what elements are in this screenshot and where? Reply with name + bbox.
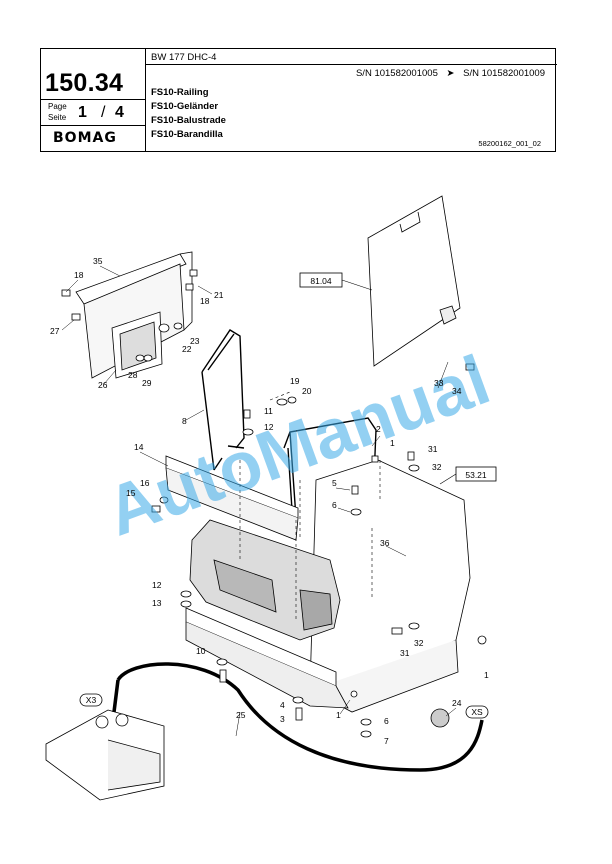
- title-en: FS10-Railing: [151, 87, 209, 98]
- handrail-left: [201, 329, 245, 471]
- page-number: 150.34: [45, 69, 124, 97]
- callout-12: 12: [152, 580, 162, 590]
- callout-13: 13: [152, 598, 162, 608]
- model-name: BW 177 DHC-4: [151, 52, 217, 63]
- title-block: 150.34 Page Seite 1 / 4 BOMAG BW 177 DHC…: [40, 48, 557, 152]
- electrical-mounting-plate: [367, 195, 461, 367]
- callout-33: 33: [434, 378, 444, 388]
- seite-label: Seite: [48, 113, 67, 122]
- connector-tag: [79, 693, 103, 707]
- callout-29: 29: [142, 378, 152, 388]
- callout-28: 28: [128, 370, 138, 380]
- connector-tag: [465, 705, 489, 719]
- callout-xs: XS: [471, 707, 483, 717]
- arrow-icon: ➤: [446, 68, 455, 79]
- callout-15: 15: [126, 488, 136, 498]
- bracket-plate: [75, 251, 193, 379]
- callout-18: 18: [74, 270, 84, 280]
- control-box: [45, 709, 165, 801]
- base-plate: [185, 607, 349, 709]
- callout-7: 7: [384, 736, 389, 746]
- callout-1: 1: [484, 670, 489, 680]
- callout-12: 12: [264, 422, 274, 432]
- callout-34: 34: [452, 386, 462, 396]
- assembly-lines: [239, 391, 381, 620]
- callout-24: 24: [452, 698, 462, 708]
- callout-16: 16: [140, 478, 150, 488]
- doc-id: 58200162_001_02: [478, 139, 541, 148]
- title-fr: FS10-Balustrade: [151, 115, 226, 126]
- page-current: 1: [78, 104, 87, 121]
- callout-18: 18: [200, 296, 210, 306]
- serial-to: S/N 101582001009: [463, 68, 545, 79]
- callout-26: 26: [98, 380, 108, 390]
- callout-11: 11: [264, 406, 273, 416]
- connector-plug: [430, 708, 450, 728]
- callout-3: 3: [280, 714, 285, 724]
- callout-27: 27: [50, 326, 60, 336]
- page-total: 4: [115, 104, 124, 121]
- divider: [41, 125, 145, 126]
- callout-2: 2: [376, 424, 381, 434]
- serial-from: S/N 101582001005: [355, 68, 438, 79]
- title-es: FS10-Barandilla: [151, 129, 223, 140]
- machine-body: [189, 519, 341, 641]
- callout-23: 23: [190, 336, 200, 346]
- serial-range: S/N 101582001005 ➤ S/N 101582001009: [356, 68, 545, 79]
- callout-5: 5: [332, 478, 337, 488]
- callout-35: 35: [93, 256, 103, 266]
- callout-22: 22: [182, 344, 192, 354]
- brand-logo: BOMAG: [53, 130, 117, 146]
- fasteners: [61, 269, 487, 738]
- callout-21: 21: [214, 290, 224, 300]
- callout-31: 31: [400, 648, 410, 658]
- callout-31: 31: [428, 444, 438, 454]
- callout-6: 6: [384, 716, 389, 726]
- wiring-cable: [116, 662, 484, 772]
- title-block-divider: [145, 49, 146, 152]
- callout-32: 32: [432, 462, 442, 472]
- callout-4: 4: [280, 700, 285, 710]
- callout-20: 20: [302, 386, 312, 396]
- page-label: Page: [48, 102, 67, 111]
- callout-36: 36: [380, 538, 390, 548]
- callout-8: 8: [182, 416, 187, 426]
- callout-32: 32: [414, 638, 424, 648]
- divider: [145, 64, 557, 65]
- support-beam: [165, 455, 299, 541]
- callout-6: 6: [332, 500, 337, 510]
- callout-1: 1: [390, 438, 395, 448]
- callout-14: 14: [134, 442, 144, 452]
- callout-81-04: 81.04: [310, 276, 332, 286]
- callout-x3: X3: [86, 695, 97, 705]
- callout-53-21: 53.21: [465, 470, 487, 480]
- callout-25: 25: [236, 710, 246, 720]
- callout-19: 19: [290, 376, 300, 386]
- callout-10: 10: [196, 646, 206, 656]
- divider: [41, 99, 145, 100]
- title-de: FS10-Geländer: [151, 101, 219, 112]
- callout-1: 1: [336, 710, 341, 720]
- page-separator: /: [101, 104, 106, 121]
